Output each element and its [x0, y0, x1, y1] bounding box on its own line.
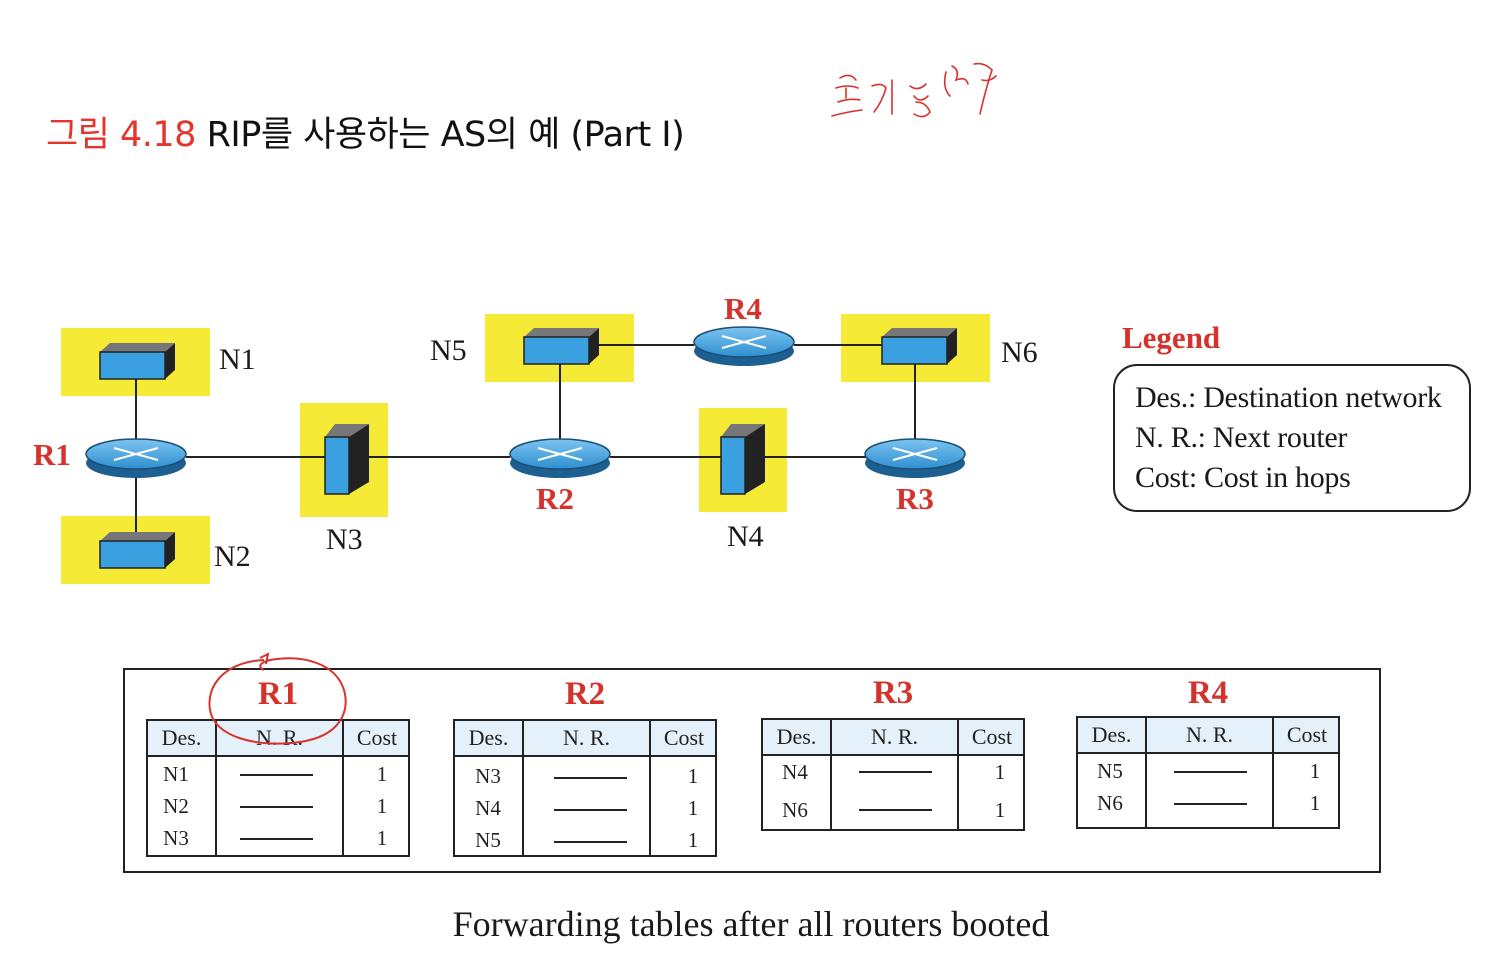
- header-des: Des.: [776, 724, 817, 749]
- header-nr: N. R.: [1185, 722, 1234, 747]
- r3-label: R3: [896, 481, 934, 516]
- legend-line: N. R.: Next router: [1135, 421, 1348, 454]
- header-des: Des.: [161, 725, 202, 750]
- r2-router-icon: [509, 438, 611, 478]
- table-row-des: N4: [782, 760, 808, 784]
- n1-label: N1: [219, 343, 256, 376]
- n5-switch-icon: [523, 328, 599, 365]
- next-router-dash: [240, 838, 313, 840]
- next-router-dash: [859, 809, 932, 811]
- n6-switch-icon: [881, 328, 957, 365]
- links: [135, 344, 916, 540]
- r1-router-icon: [85, 438, 187, 478]
- r3-router-icon: [864, 438, 966, 478]
- table-row-cost: 1: [1309, 759, 1321, 783]
- next-router-dash: [1174, 803, 1247, 805]
- next-router-dash: [554, 841, 627, 843]
- forwarding-tables-frame: [123, 668, 1381, 873]
- table-row-cost: 1: [1309, 791, 1321, 815]
- table-row-des: N1: [163, 762, 189, 786]
- legend-line: Cost: Cost in hops: [1135, 461, 1351, 494]
- table-row-des: N5: [1097, 759, 1123, 783]
- header-cost: Cost: [971, 724, 1013, 749]
- header-des: Des.: [468, 725, 509, 750]
- n5-label: N5: [430, 334, 467, 367]
- r4-router-icon: [693, 326, 795, 366]
- header-cost: Cost: [356, 725, 398, 750]
- next-router-dash: [240, 774, 313, 776]
- r1-table-title: R1: [257, 676, 299, 712]
- table-row-des: N3: [163, 826, 189, 850]
- table-row-des: N5: [475, 828, 501, 852]
- legend-line: Des.: Destination network: [1135, 381, 1442, 414]
- n2-label: N2: [214, 540, 251, 573]
- header-nr: N. R.: [562, 725, 611, 750]
- r3-table-title: R3: [872, 675, 914, 711]
- header-cost: Cost: [663, 725, 705, 750]
- next-router-dash: [1174, 771, 1247, 773]
- n2-switch-icon: [99, 532, 175, 569]
- table-row-cost: 1: [376, 794, 388, 818]
- n4-switch-icon: [720, 424, 765, 495]
- r4-table-title: R4: [1187, 675, 1229, 711]
- table-row-cost: 1: [994, 798, 1006, 822]
- next-router-dash: [554, 777, 627, 779]
- r2-table-title: R2: [564, 676, 606, 712]
- figure-title-text: RIP를 사용하는 AS의 예 (Part I): [206, 115, 685, 155]
- r3-table-grid: Des. N. R. Cost N4 1 N6 1: [761, 718, 1025, 831]
- figure-label: 그림 4.18: [46, 115, 196, 155]
- r2-table: R2 Des. N. R. Cost N3 1 N4 1 N5 1: [453, 678, 717, 858]
- r1-table-grid: Des. N. R. Cost N1 1 N2 1 N3 1: [146, 719, 410, 857]
- r4-label: R4: [724, 291, 762, 326]
- table-row-des: N6: [782, 798, 808, 822]
- next-router-dash: [240, 806, 313, 808]
- handwritten-scribble: [831, 62, 997, 118]
- table-row-cost: 1: [376, 762, 388, 786]
- legend-box: Des.: Destination network N. R.: Next ro…: [1113, 364, 1471, 512]
- header-des: Des.: [1091, 722, 1132, 747]
- r4-table-grid: Des. N. R. Cost N5 1 N6 1: [1076, 716, 1340, 829]
- table-row-des: N2: [163, 794, 189, 818]
- table-row-cost: 1: [994, 760, 1006, 784]
- n3-label: N3: [326, 523, 363, 556]
- r2-label: R2: [536, 481, 574, 516]
- r1-label: R1: [33, 437, 71, 472]
- r2-table-grid: Des. N. R. Cost N3 1 N4 1 N5 1: [453, 719, 717, 857]
- r4-table: R4 Des. N. R. Cost N5 1 N6 1: [1076, 677, 1340, 831]
- r3-table: R3 Des. N. R. Cost N4 1 N6 1: [761, 677, 1025, 833]
- next-router-dash: [859, 771, 932, 773]
- table-row-des: N6: [1097, 791, 1123, 815]
- table-row-cost: 1: [687, 828, 699, 852]
- n4-label: N4: [727, 520, 764, 553]
- figure-title: 그림 4.18 RIP를 사용하는 AS의 예 (Part I): [46, 106, 685, 157]
- table-row-cost: 1: [376, 826, 388, 850]
- handwritten-circle-mark: [208, 652, 347, 745]
- n6-label: N6: [1001, 336, 1038, 369]
- header-nr: N. R.: [255, 725, 304, 750]
- table-row-des: N4: [475, 796, 501, 820]
- n1-switch-icon: [99, 343, 175, 380]
- r1-table: R1 Des. N. R. Cost N1 1 N2 1 N3 1: [146, 678, 410, 858]
- header-cost: Cost: [1286, 722, 1328, 747]
- next-router-dash: [554, 809, 627, 811]
- n3-switch-icon: [324, 424, 369, 495]
- legend-title: Legend: [1122, 320, 1221, 355]
- table-row-cost: 1: [687, 764, 699, 788]
- table-row-cost: 1: [687, 796, 699, 820]
- table-row-des: N3: [475, 764, 501, 788]
- figure-caption: Forwarding tables after all routers boot…: [452, 904, 1050, 944]
- header-nr: N. R.: [870, 724, 919, 749]
